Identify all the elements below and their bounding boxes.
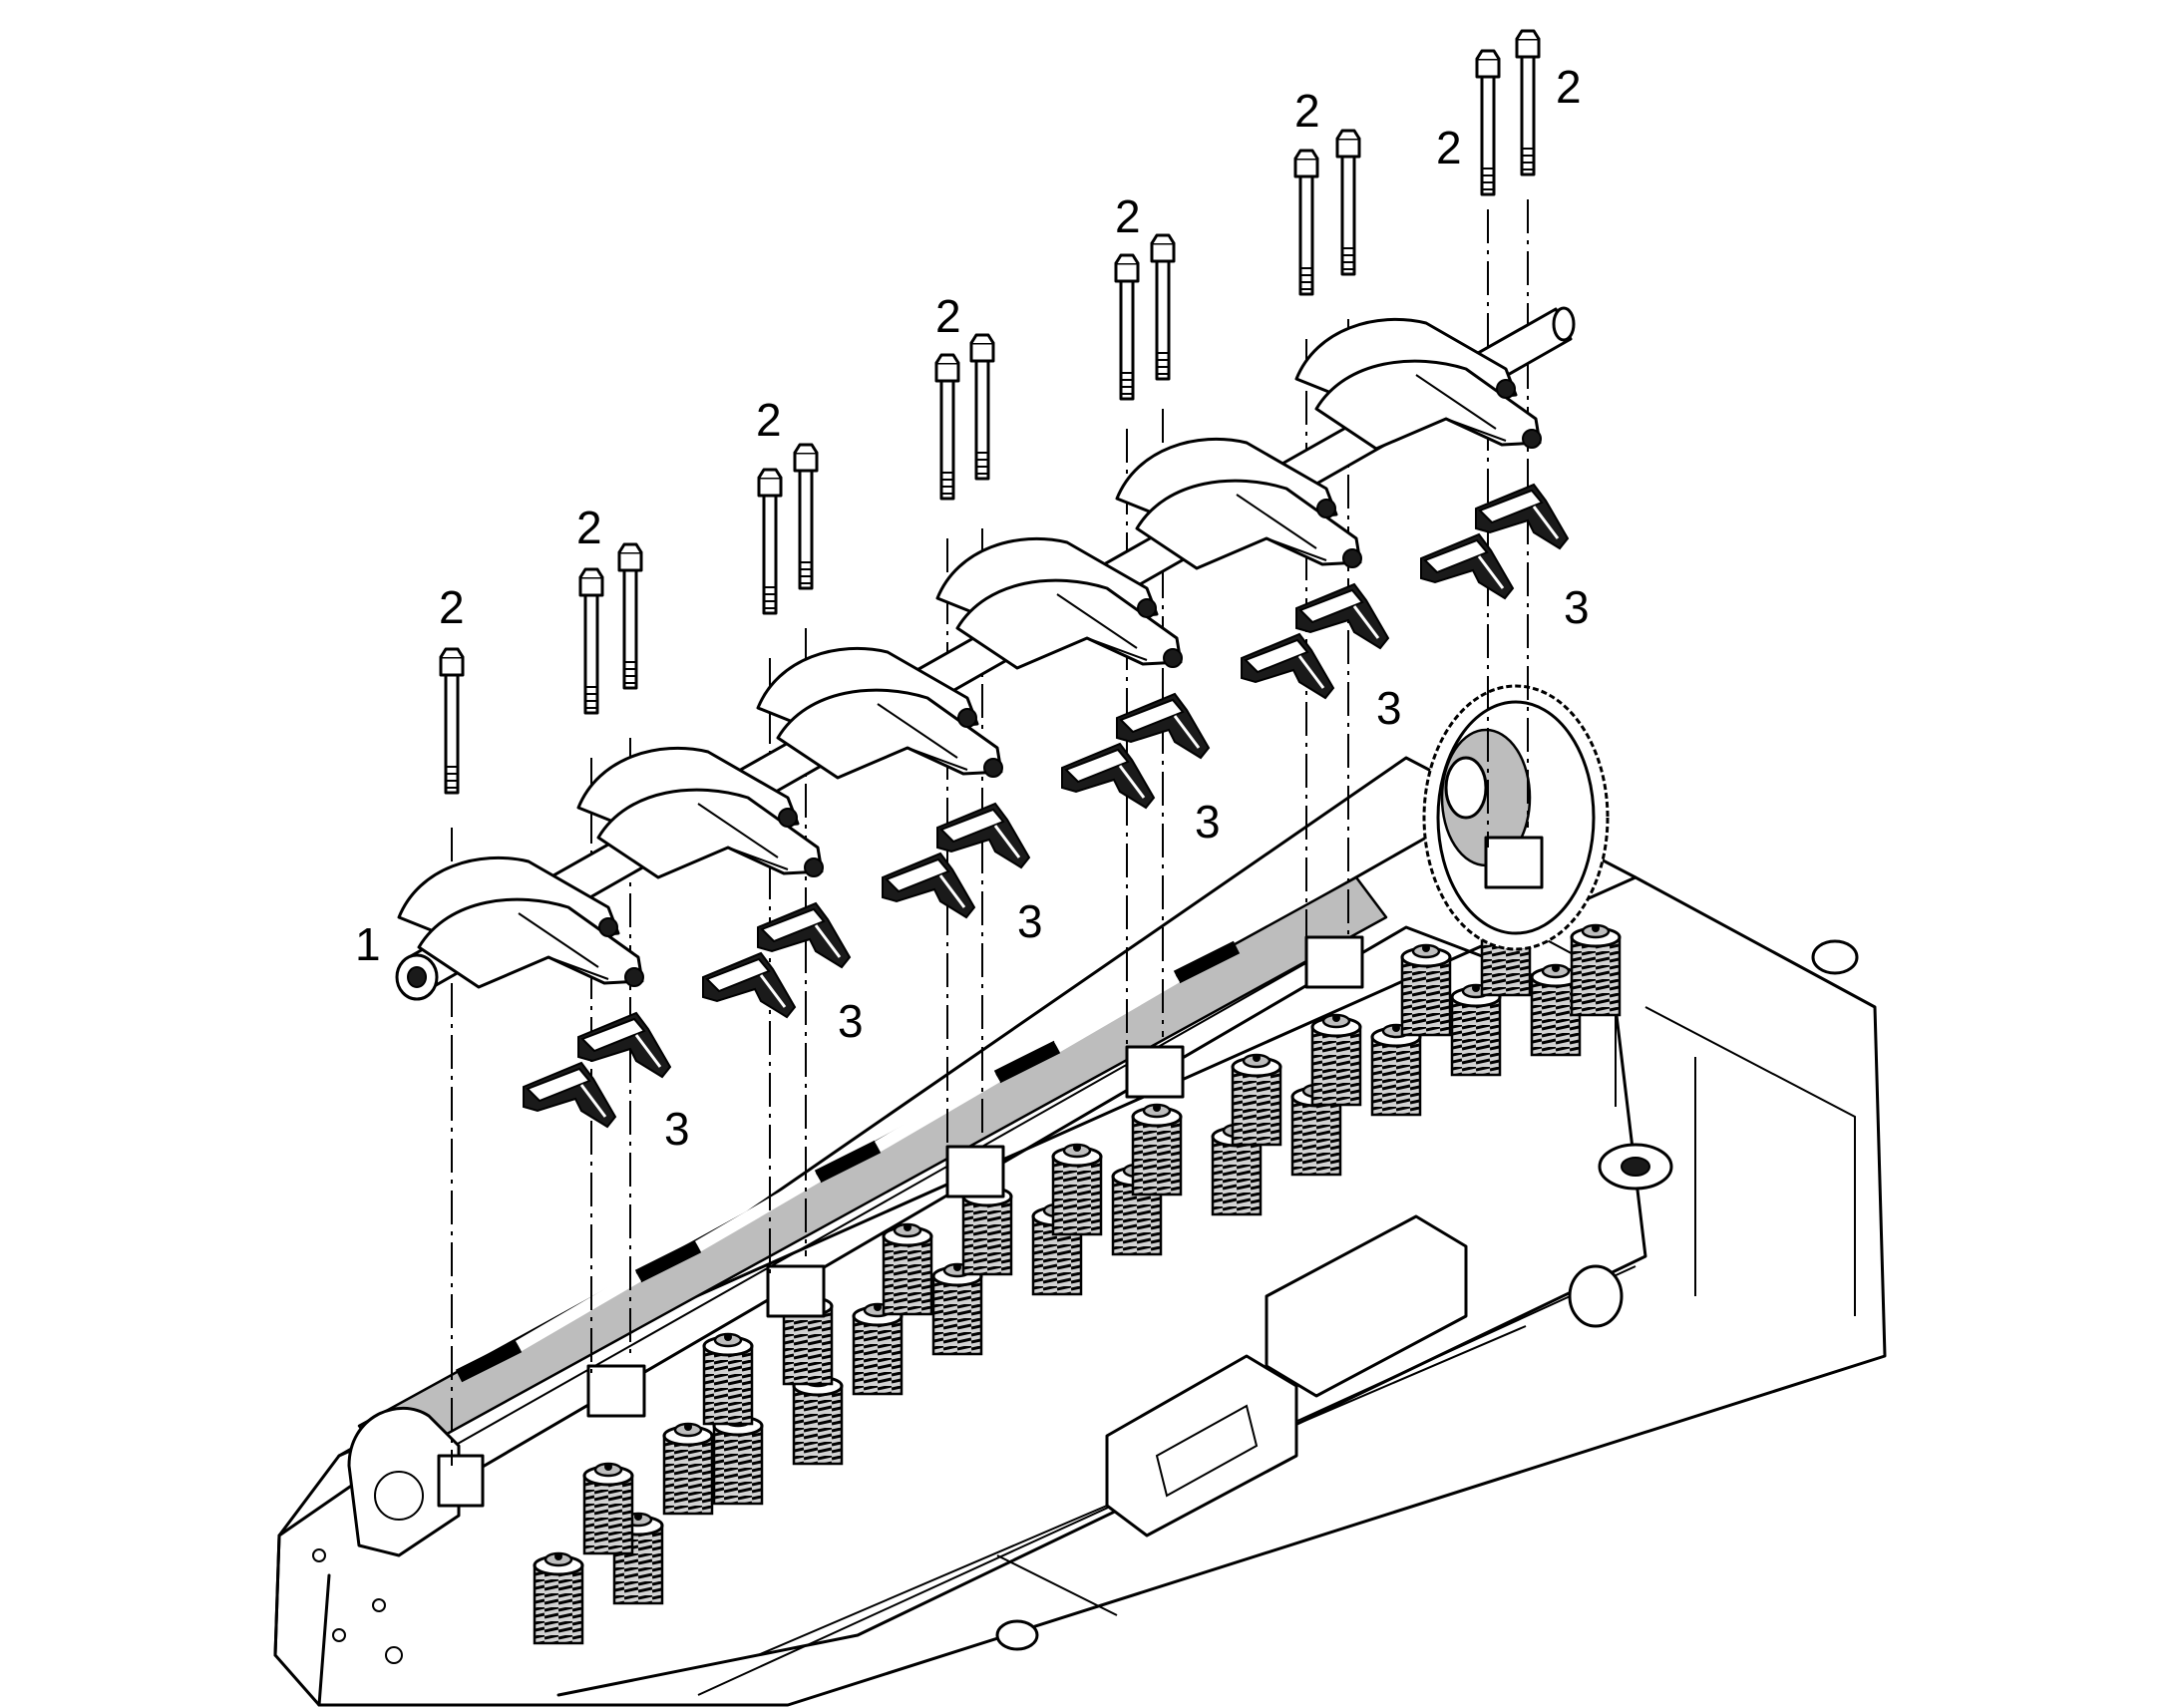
callout-3: 3 [1376, 682, 1402, 734]
callout-2: 2 [935, 290, 961, 342]
callout-3: 3 [1017, 895, 1043, 947]
callout-3: 3 [664, 1103, 690, 1155]
callout-2: 2 [1294, 85, 1320, 137]
camshaft-gear [1422, 684, 1610, 951]
callout-3: 3 [1195, 796, 1221, 848]
callout-2: 2 [1436, 122, 1462, 173]
callout-2: 2 [756, 394, 782, 446]
callout-3: 3 [838, 995, 864, 1047]
callout-2: 2 [1115, 190, 1141, 242]
callout-1: 1 [355, 918, 381, 970]
callout-2: 2 [576, 502, 602, 553]
callout-2: 2 [439, 581, 465, 633]
callout-2: 2 [1556, 61, 1582, 113]
callout-labels: 1 2 2 2 2 2 2 2 2 3 3 3 3 3 3 [355, 61, 1590, 1155]
callout-3: 3 [1564, 581, 1590, 633]
shaft-pedestals [437, 836, 1544, 1508]
rocker-arm-shaft-assembly [395, 306, 1576, 1001]
